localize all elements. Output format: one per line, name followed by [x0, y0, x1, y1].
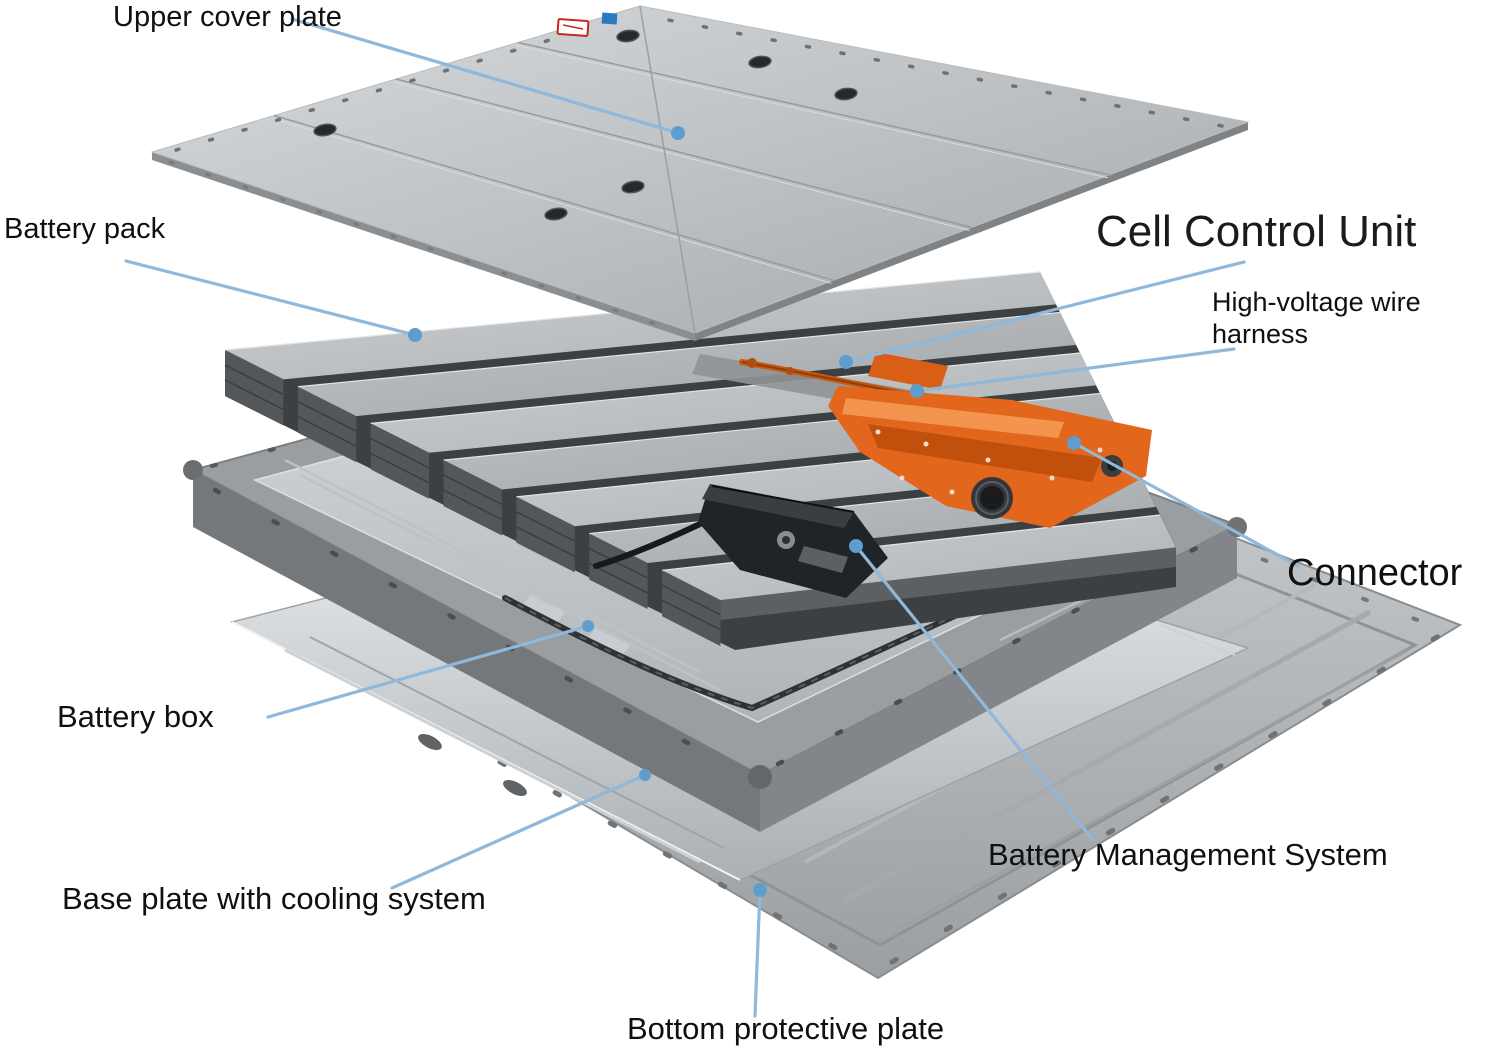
label-connector: Connector [1287, 552, 1463, 594]
dot-bottom-plate [753, 883, 767, 897]
leader-base-plate [390, 773, 647, 890]
warning-sticker [556, 12, 618, 37]
dot-connector [1067, 436, 1081, 450]
leader-high-voltage-harness [915, 347, 1236, 393]
battery-module [224, 271, 1056, 426]
dot-upper-cover-plate [671, 126, 685, 140]
leader-bottom-plate [753, 888, 762, 1018]
cover-fasteners [313, 29, 858, 221]
base-plate-stamped-lines [231, 621, 1236, 881]
label-bottom-plate: Bottom protective plate [627, 1011, 945, 1046]
cell-control-unit-graphic [828, 352, 1152, 528]
base-plate-cooling-slots [418, 734, 527, 796]
label-bms: Battery Management System [988, 837, 1388, 872]
label-high-voltage-harness: High-voltage wire harness [1212, 287, 1421, 350]
bms-graphic [593, 484, 888, 598]
label-base-plate: Base plate with cooling system [62, 881, 486, 916]
label-battery-box: Battery box [57, 699, 214, 734]
bottom-plate-bolt-dots [497, 518, 1450, 969]
dot-cell-control-unit [839, 355, 853, 369]
dot-high-voltage-harness [910, 384, 924, 398]
leader-connector [1072, 441, 1300, 568]
dot-battery-box [582, 620, 594, 632]
callout-lines [124, 17, 1300, 1018]
leader-battery-box [266, 624, 590, 719]
leader-battery-pack [124, 259, 417, 337]
cover-seam-lines [271, 5, 1110, 334]
dot-base-plate [639, 769, 651, 781]
leader-bms [854, 544, 1095, 842]
leader-upper-cover-plate [290, 17, 680, 135]
label-cell-control-unit: Cell Control Unit [1096, 207, 1417, 256]
leader-cell-control-unit [844, 260, 1246, 364]
dot-bms [849, 539, 863, 553]
battery-module [297, 311, 1076, 463]
dot-battery-pack [408, 328, 422, 342]
upper-cover-plate-graphic [150, 5, 1250, 341]
label-upper-cover-plate: Upper cover plate [113, 1, 342, 33]
label-battery-pack: Battery pack [4, 213, 166, 245]
ccu-bolts [875, 429, 1103, 495]
label-sticker [601, 12, 618, 25]
